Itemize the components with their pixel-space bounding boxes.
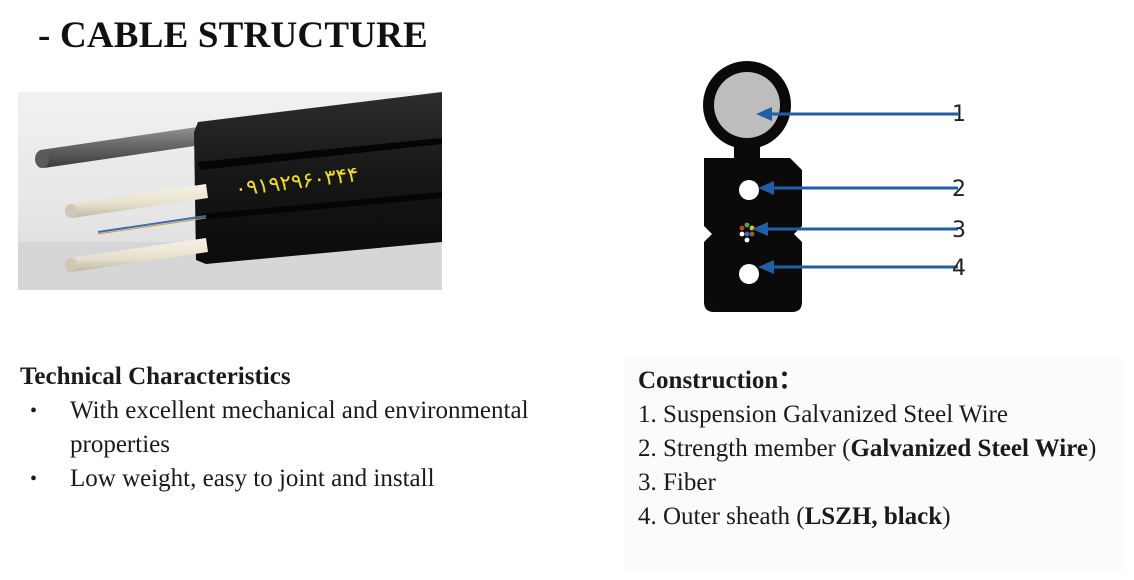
strength-member-bottom: [739, 264, 759, 284]
cable-photo: ۰۹۱۹۲۹۶۰۳۴۴: [18, 92, 442, 290]
list-item-text: Low weight, easy to joint and install: [70, 465, 435, 492]
diagram-label-2: 2: [952, 177, 966, 202]
construction-item-3: 3. Fiber: [638, 469, 716, 496]
technical-heading: Technical Characteristics: [20, 363, 291, 390]
cross-section-diagram: 1 2 3 4: [690, 58, 990, 320]
construction-item-4: 4. Outer sheath (LSZH, black): [638, 500, 1124, 534]
construction-item-1: 1. Suspension Galvanized Steel Wire: [638, 401, 1008, 428]
construction-item-2-prefix: 2. Strength member (: [638, 435, 851, 462]
construction-item-2-suffix: ): [1087, 435, 1097, 462]
technical-list: • With excellent mechanical and environm…: [20, 394, 580, 496]
technical-characteristics: Technical Characteristics • With excelle…: [20, 360, 580, 496]
list-item: • With excellent mechanical and environm…: [20, 394, 580, 462]
diagram-label-1: 1: [952, 102, 966, 127]
diagram-label-3: 3: [952, 218, 966, 243]
construction-item-4-bold: LSZH, black: [804, 503, 943, 530]
steel-wire-core: [714, 72, 780, 138]
bullet: •: [30, 468, 38, 490]
construction-panel: Construction： 1. Suspension Galvanized S…: [624, 358, 1124, 572]
page-title: - CABLE STRUCTURE: [38, 15, 428, 56]
list-item: • Low weight, easy to joint and install: [20, 462, 580, 496]
construction-item-4-suffix: ): [942, 503, 951, 530]
fiber-bundle: [739, 222, 755, 243]
construction-item-4-prefix: 4. Outer sheath (: [638, 503, 805, 530]
list-item-text: With excellent mechanical and environmen…: [70, 397, 529, 458]
construction-heading: Construction：: [638, 367, 804, 394]
construction-item-2: 2. Strength member (Galvanized Steel Wir…: [638, 432, 1124, 466]
construction-item-2-bold: Galvanized Steel Wire: [850, 435, 1088, 462]
bullet: •: [30, 400, 38, 422]
strength-member-top: [739, 180, 759, 200]
diagram-label-4: 4: [952, 256, 966, 281]
